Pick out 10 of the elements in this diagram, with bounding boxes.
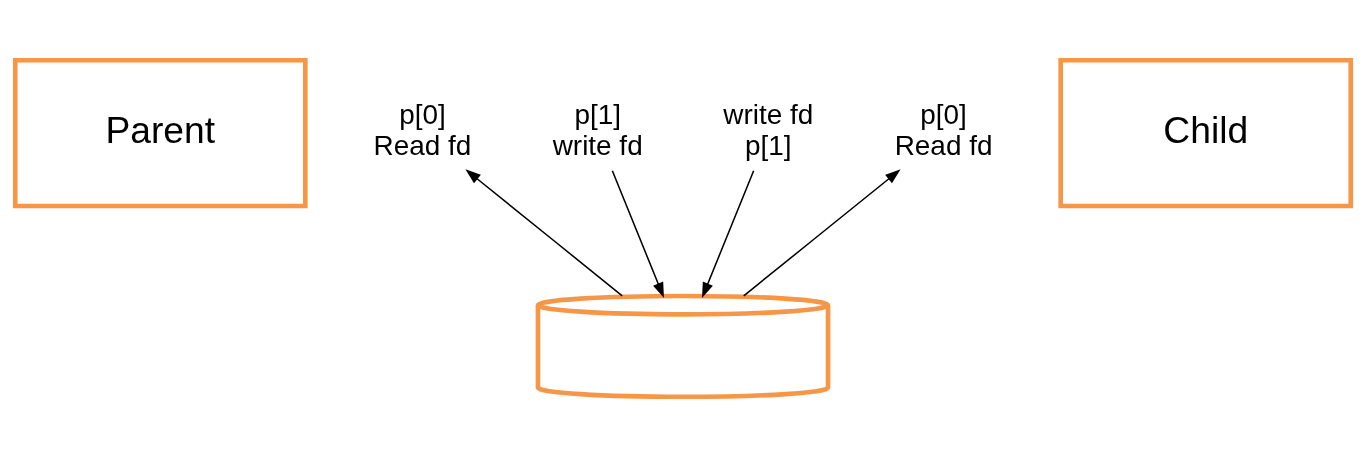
node-box: Child — [1058, 57, 1354, 208]
node-text: p[0] Read fd — [894, 98, 993, 161]
node-text: p[0] Read fd — [373, 98, 472, 161]
node-text: write fd p[1] — [723, 98, 814, 161]
arrow — [611, 169, 664, 298]
arrow — [465, 168, 623, 297]
node-text: p[1] write fd — [552, 98, 643, 161]
arrow — [702, 169, 755, 298]
node-box: Parent — [12, 57, 308, 208]
arrow — [743, 168, 901, 297]
